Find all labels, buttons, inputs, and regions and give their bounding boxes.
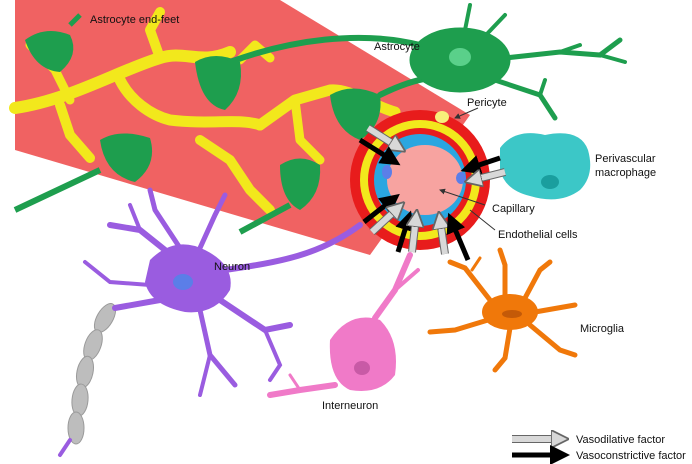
- label-perivascular-macrophage-1: Perivascular: [595, 153, 656, 165]
- legend-vasodilative-label: Vasodilative factor: [576, 434, 665, 446]
- label-pericyte: Pericyte: [467, 97, 507, 109]
- microglia: [430, 250, 575, 370]
- pericyte-nucleus: [435, 111, 449, 123]
- vasodilative-arrow: [412, 218, 416, 252]
- label-astrocyte-end-feet: Astrocyte end-feet: [90, 14, 179, 26]
- label-perivascular-macrophage-2: macrophage: [595, 167, 656, 179]
- perivascular-macrophage: [500, 133, 590, 199]
- endothelial-nucleus: [382, 165, 392, 179]
- capillary-lumen: [387, 145, 463, 215]
- legend-vasoconstrictive-label: Vasoconstrictive factor: [576, 450, 686, 462]
- myelinated-axon: [68, 300, 120, 444]
- interneuron-nucleus: [354, 361, 370, 375]
- label-capillary: Capillary: [492, 203, 535, 215]
- microglia-nucleus: [502, 310, 522, 318]
- label-endothelial-cells: Endothelial cells: [498, 229, 578, 241]
- neuron-nucleus: [173, 274, 193, 290]
- endothelial-nucleus: [456, 172, 466, 184]
- label-neuron: Neuron: [214, 261, 250, 273]
- astrocyte-nucleus: [449, 48, 471, 66]
- macrophage-nucleus: [541, 175, 559, 189]
- label-astrocyte: Astrocyte: [374, 41, 420, 53]
- label-microglia: Microglia: [580, 323, 625, 335]
- label-interneuron: Interneuron: [322, 400, 378, 412]
- legend: Vasodilative factor Vasoconstrictive fac…: [512, 434, 686, 462]
